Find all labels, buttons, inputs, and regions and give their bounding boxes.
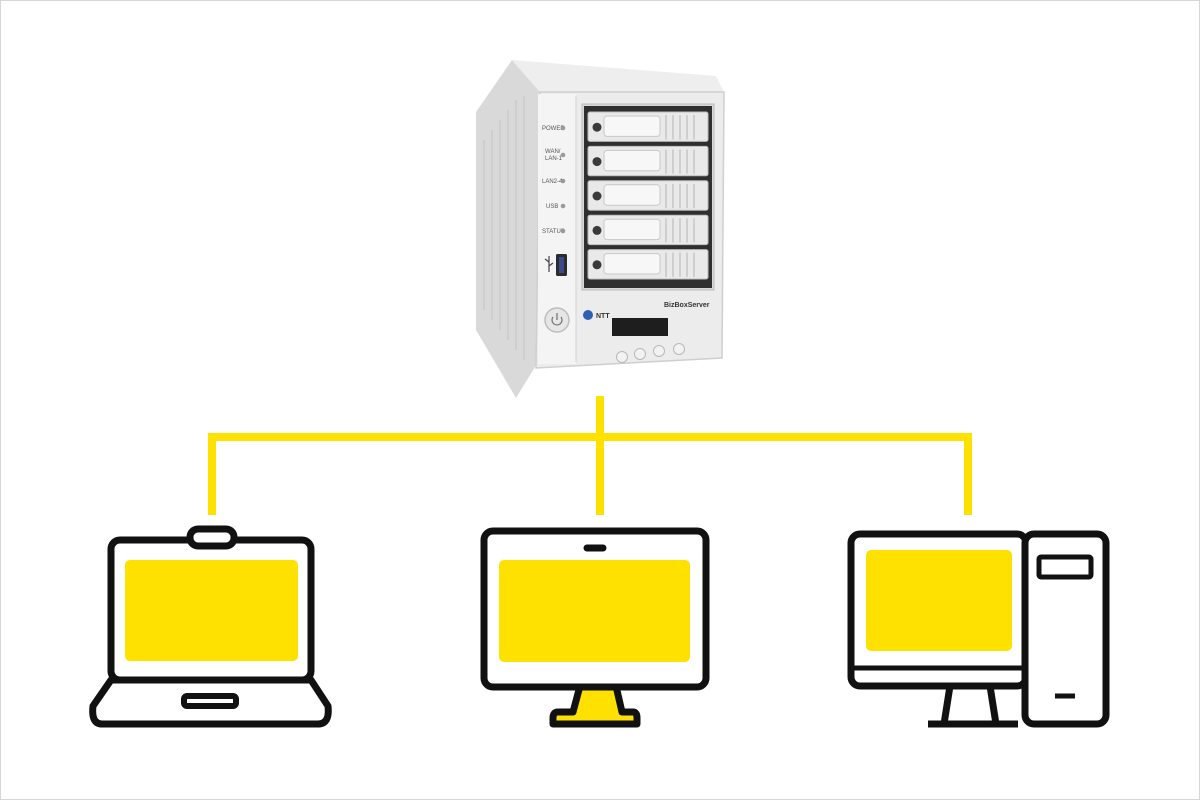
drive-tray — [587, 249, 709, 280]
laptop-trackpad — [181, 693, 239, 709]
ntt-logo-icon — [583, 310, 593, 320]
desktop-screen — [866, 550, 1012, 651]
nas-server-icon: POWER WAN/ LAN-1 LAN2-4 USB STATUS — [476, 60, 725, 398]
usb-icon — [544, 256, 554, 272]
drive-tray — [587, 214, 709, 246]
connector-lines — [208, 396, 972, 515]
desktop-pc-icon — [847, 530, 1110, 728]
monitor-camera — [583, 544, 607, 552]
laptop-screen — [125, 560, 298, 661]
monitor-screen — [499, 560, 690, 662]
drive-tray — [587, 180, 709, 211]
monitor-icon — [480, 527, 710, 728]
pc-drive-slot — [1036, 554, 1094, 580]
drive-trays — [587, 111, 709, 280]
server-top — [512, 60, 724, 92]
monitor-stand — [549, 682, 641, 728]
drive-tray — [587, 145, 709, 177]
led-label-power: POWER — [542, 126, 565, 132]
front-control-buttons — [616, 343, 685, 363]
led-label-wan: WAN/ — [545, 149, 561, 155]
server-led-panel: POWER WAN/ LAN-1 LAN2-4 USB STATUS — [542, 125, 565, 235]
model-label: BizBoxServer — [664, 302, 710, 309]
lcd-display — [612, 318, 668, 336]
brand-logo: NTT — [596, 313, 610, 320]
led-label-usb: USB — [546, 204, 558, 210]
drive-tray — [587, 111, 709, 142]
server-vent-lines — [483, 96, 525, 360]
led-label-status: STATUS — [542, 229, 565, 235]
laptop-icon — [89, 525, 332, 728]
desktop-stand — [940, 682, 1000, 728]
led-label-lan1: LAN-1 — [545, 156, 563, 162]
pc-tower — [1021, 530, 1110, 728]
led-label-lan2-4: LAN2-4 — [542, 179, 563, 185]
laptop-camera — [186, 525, 238, 550]
